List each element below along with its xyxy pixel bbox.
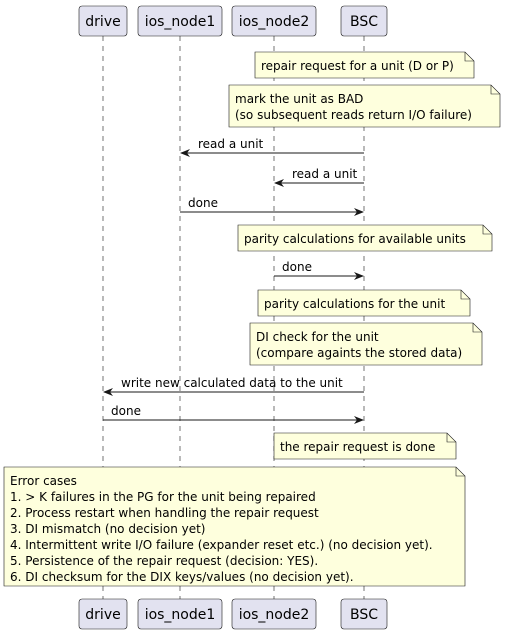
participant-ios_node2-top[interactable]: ios_node2 [231, 5, 317, 37]
message-label: read a unit [198, 137, 264, 151]
participant-box [78, 5, 128, 37]
participant-label: ios_node1 [145, 14, 216, 30]
message-label: done [282, 260, 312, 274]
note-line: (so subsequent reads return I/O failure) [235, 108, 472, 122]
note-fold [446, 433, 456, 443]
note-line: (compare againts the stored data) [256, 346, 462, 360]
participant-label: BSC [350, 607, 378, 623]
note-body [257, 289, 471, 317]
message-label: done [188, 196, 218, 210]
participant-label: ios_node2 [239, 14, 310, 30]
note-body [3, 466, 466, 587]
msg-done-drive: done [103, 404, 364, 424]
note-error-cases: Error cases 1. > K failures in the PG for… [3, 466, 466, 587]
participant-box [340, 598, 388, 630]
participant-ios_node1-top[interactable]: ios_node1 [137, 5, 223, 37]
participant-label: drive [85, 607, 120, 623]
participant-label: drive [85, 14, 120, 30]
note-body [249, 322, 483, 366]
msg-done-node2: done [274, 260, 364, 280]
note-line: the repair request is done [280, 440, 435, 454]
participant-box [231, 598, 317, 630]
note-repair-done: the repair request is done [273, 432, 457, 460]
note-line: 6. DI checksum for the DIX keys/values (… [10, 570, 354, 584]
participant-label: BSC [350, 14, 378, 30]
participant-box [137, 598, 223, 630]
note-di-check: DI check for the unit (compare againts th… [249, 322, 483, 366]
participant-box [137, 5, 223, 37]
participant-box [340, 5, 388, 37]
participant-label: ios_node1 [145, 607, 216, 623]
participant-drive-top[interactable]: drive [78, 5, 128, 37]
participant-bsc-top[interactable]: BSC [340, 5, 388, 37]
note-line: mark the unit as BAD [235, 92, 363, 106]
note-line: parity calculations for available units [244, 232, 466, 246]
note-fold [460, 290, 470, 300]
note-fold [482, 225, 492, 235]
msg-done-node1: done [180, 196, 364, 216]
note-line: 2. Process restart when handling the rep… [10, 506, 319, 520]
note-fold [490, 85, 500, 95]
participant-box [78, 598, 128, 630]
message-label: read a unit [292, 167, 358, 181]
note-fold [472, 323, 482, 333]
note-mark-bad: mark the unit as BAD (so subsequent reads… [228, 84, 501, 128]
note-line: 3. DI mismatch (no decision yet) [10, 522, 206, 536]
note-line: 1. > K failures in the PG for the unit b… [10, 490, 316, 504]
participant-bsc-bottom[interactable]: BSC [340, 598, 388, 630]
participant-box [231, 5, 317, 37]
participant-label: ios_node2 [239, 607, 310, 623]
note-line: Error cases [10, 474, 77, 488]
note-line: DI check for the unit [256, 330, 379, 344]
note-body [237, 224, 493, 252]
msg-read-node1: read a unit [180, 137, 364, 157]
note-parity-unit: parity calculations for the unit [257, 289, 471, 317]
note-line: parity calculations for the unit [264, 297, 445, 311]
message-label: write new calculated data to the unit [121, 376, 343, 390]
note-parity-available: parity calculations for available units [237, 224, 493, 252]
participant-drive-bottom[interactable]: drive [78, 598, 128, 630]
note-body [254, 51, 475, 79]
note-body [228, 84, 501, 128]
message-label: done [111, 404, 141, 418]
note-fold [455, 467, 465, 477]
note-line: 5. Persistence of the repair request (de… [10, 554, 318, 568]
participant-ios_node1-bottom[interactable]: ios_node1 [137, 598, 223, 630]
note-repair-request: repair request for a unit (D or P) [254, 51, 475, 79]
note-fold [464, 52, 474, 62]
note-line: 4. Intermittent write I/O failure (expan… [10, 538, 433, 552]
note-line: repair request for a unit (D or P) [261, 59, 454, 73]
msg-write-drive: write new calculated data to the unit [103, 376, 364, 396]
msg-read-node2: read a unit [274, 167, 364, 187]
participant-ios_node2-bottom[interactable]: ios_node2 [231, 598, 317, 630]
note-body [273, 432, 457, 460]
